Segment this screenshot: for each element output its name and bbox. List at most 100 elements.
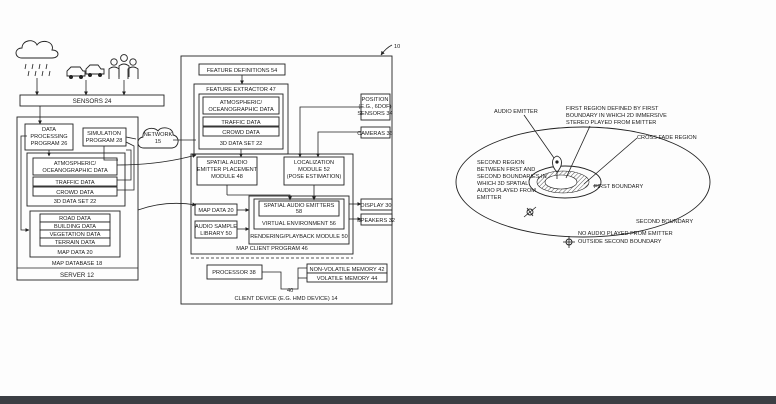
server-traffic-label: TRAFFIC DATA	[55, 180, 95, 186]
weather-cloud-icon	[15, 40, 59, 77]
server-map-data-box	[29, 210, 121, 258]
second-region-line1: SECOND REGION	[477, 160, 525, 166]
vegetation-data-label: VEGETATION DATA	[50, 232, 101, 238]
audio-sample-line1: AUDIO SAMPLE	[195, 224, 237, 230]
server-map-data-label: MAP DATA 20	[57, 250, 92, 256]
virtual-environment-box	[253, 198, 345, 230]
cross-fade-label: CROSS FADE REGION	[637, 135, 697, 141]
client-device-label: CLIENT DEVICE (E.G. HMD DEVICE) 14	[234, 296, 337, 302]
client-atmospheric-line1: ATMOSPHERIC/	[220, 100, 263, 106]
data-processing-line3: PROGRAM 26	[31, 141, 68, 147]
terrain-data-box	[39, 237, 111, 247]
localization-line3: (POSE ESTIMATION)	[287, 174, 342, 180]
display-label: DISPLAY 30	[361, 203, 392, 209]
traffic-cars-icon	[66, 64, 105, 79]
second-region-line5: AUDIO PLAYED FROM	[477, 188, 536, 194]
rendering-playback-label: RENDERING/PLAYBACK MODULE 50	[250, 234, 348, 240]
feature-definitions-label: FEATURE DEFINITIONS 54	[207, 68, 277, 74]
virtual-environment-label: VIRTUAL ENVIRONMENT 56	[262, 221, 336, 227]
road-data-label: ROAD DATA	[59, 216, 91, 222]
second-region-line3: SECOND BOUNDARIES IN	[477, 174, 547, 180]
audio-region-diagram: AUDIO EMITTER FIRST REGION DEFINED BY FI…	[455, 106, 711, 248]
first-region-line3: STEREO PLAYED FROM EMITTER	[566, 120, 656, 126]
server-atmospheric-box	[32, 157, 118, 176]
rendering-playback-module-box	[248, 195, 350, 245]
network-label-line2: 15	[155, 139, 161, 145]
server-atmospheric-line1: ATMOSPHERIC/	[54, 161, 97, 167]
position-line2: (E.G., 6DOF)	[359, 104, 392, 110]
position-line3: SENSORS 34	[357, 111, 392, 117]
client-dataset-label: 3D DATA SET 22	[220, 141, 263, 147]
bus-label: 40	[287, 288, 293, 294]
position-sensors-box	[360, 93, 391, 121]
cameras-label: CAMERAS 36	[357, 131, 392, 137]
map-data-link	[137, 202, 197, 211]
second-region-line6: EMITTER	[477, 195, 502, 201]
volatile-memory-label: VOLATILE MEMORY 44	[317, 276, 378, 282]
first-region-line2: BOUNDARY IN WHICH 2D IMMERSIVE	[566, 113, 667, 119]
map-client-program-label: MAP CLIENT PROGRAM 46	[236, 246, 308, 252]
figure-ref-number: 10	[394, 44, 400, 50]
audio-emitter-label: AUDIO EMITTER	[494, 109, 538, 115]
server-crowd-label: CROWD DATA	[56, 190, 94, 196]
listener-inside-icon	[523, 206, 537, 218]
processor-label: PROCESSOR 38	[212, 270, 256, 276]
audio-emitter-icon	[552, 155, 562, 179]
client-device-box	[180, 55, 393, 305]
crowd-people-icon	[108, 54, 139, 79]
server-side: SENSORS 24 DATA PROCESSING PROGRAM 26 SI…	[15, 40, 196, 281]
client-traffic-label: TRAFFIC DATA	[221, 120, 261, 126]
second-boundary-ellipse	[455, 126, 711, 238]
spatial-audio-line2: EMITTER PLACEMENT	[197, 167, 258, 173]
terrain-data-label: TERRAIN DATA	[55, 240, 95, 246]
speakers-label: SPEAKERS 32	[357, 218, 395, 224]
first-boundary-label: FIRST BOUNDARY	[594, 184, 643, 190]
sensors-label: SENSORS 24	[73, 98, 112, 105]
server-dataset-label: 3D DATA SET 22	[54, 199, 97, 205]
data-processing-line1: DATA	[42, 127, 56, 133]
building-data-label: BUILDING DATA	[54, 224, 96, 230]
localization-line1: LOCALIZATION	[294, 160, 334, 166]
data-processing-line2: PROCESSING	[30, 134, 67, 140]
first-region	[544, 174, 578, 190]
listener-outside-icon	[563, 236, 575, 248]
client-crowd-box	[202, 126, 280, 137]
client-map-data-box	[194, 203, 238, 216]
simulation-line1: SIMULATION	[87, 131, 121, 137]
audio-sample-library-box	[194, 220, 238, 239]
server-label: SERVER 12	[60, 272, 94, 279]
emitters-line1: SPATIAL AUDIO EMITTERS	[264, 203, 335, 209]
spatial-audio-line3: MODULE 48	[211, 174, 243, 180]
server-traffic-box	[32, 176, 118, 187]
second-region-line2: BETWEEN FIRST AND	[477, 167, 535, 173]
cameras-box	[360, 126, 391, 139]
spatial-audio-emitters-box	[258, 200, 340, 217]
network-label-line1: NETWORK	[144, 132, 173, 138]
server-box	[16, 116, 139, 281]
spatial-audio-placement-box	[196, 156, 258, 186]
spatial-audio-line1: SPATIAL AUDIO	[207, 160, 249, 166]
first-boundary-ellipse	[528, 165, 602, 199]
server-3d-dataset-box	[26, 152, 126, 207]
volatile-memory-box	[306, 272, 388, 283]
client-traffic-box	[202, 116, 280, 127]
sensors-box	[19, 94, 165, 107]
feature-extractor-label: FEATURE EXTRACTOR 47	[206, 87, 275, 93]
client-map-data-label: MAP DATA 20	[198, 208, 233, 214]
client-atmospheric-line2: OCEANOGRAPHIC DATA	[208, 107, 274, 113]
second-boundary-label: SECOND BOUNDARY	[636, 219, 693, 225]
localization-line2: MODULE 52	[298, 167, 330, 173]
emitters-line2: 58	[296, 209, 302, 215]
server-crowd-box	[32, 186, 118, 197]
client-atmospheric-box	[202, 96, 280, 115]
map-database-label: MAP DATABASE 18	[52, 261, 102, 267]
client-crowd-label: CROWD DATA	[222, 130, 260, 136]
no-audio-line1: NO AUDIO PLAYED FROM EMITTER	[578, 231, 673, 237]
localization-module-box	[283, 156, 345, 186]
no-audio-line2: OUTSIDE SECOND BOUNDARY	[578, 239, 662, 245]
non-volatile-memory-label: NON-VOLATILE MEMORY 42	[310, 267, 385, 273]
first-region-line1: FIRST REGION DEFINED BY FIRST	[566, 106, 659, 112]
position-line1: POSITION	[362, 97, 389, 103]
simulation-line2: PROGRAM 28	[86, 138, 123, 144]
